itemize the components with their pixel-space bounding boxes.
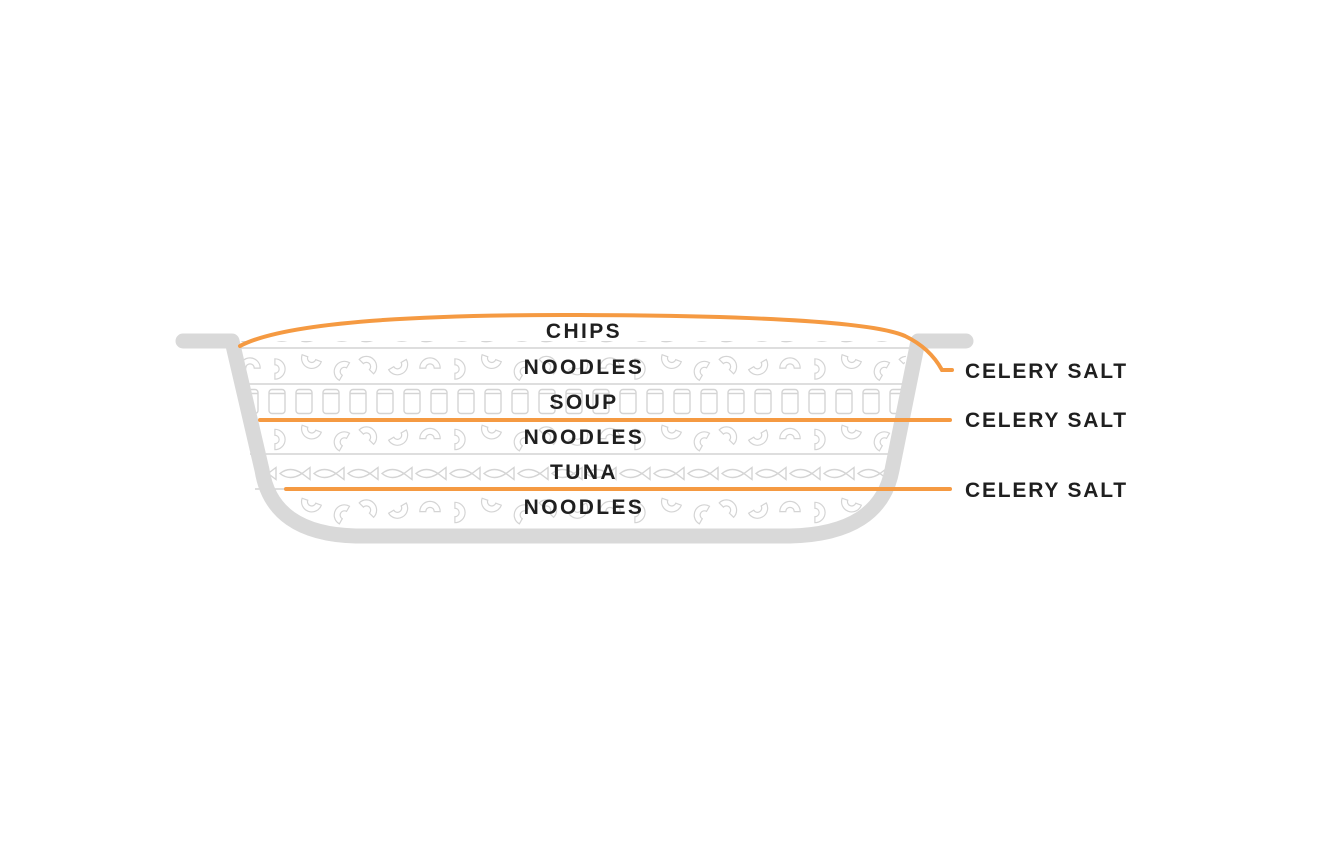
layer-patterns — [239, 341, 908, 525]
layer-label-chips: CHIPS — [546, 320, 622, 343]
celery-salt-label-middle: CELERY SALT — [965, 409, 1128, 432]
layer-label-noodles-top: NOODLES — [524, 356, 645, 379]
celery-salt-line-top — [238, 312, 954, 372]
layer-label-tuna: TUNA — [550, 461, 618, 484]
casserole-dish — [175, 333, 974, 544]
celery-salt-label-top: CELERY SALT — [965, 360, 1128, 383]
layer-label-noodles-bottom: NOODLES — [524, 496, 645, 519]
layer-label-soup: SOUP — [549, 391, 618, 414]
annotation-labels: CELERY SALT CELERY SALT CELERY SALT — [965, 360, 1128, 502]
layer-labels: CHIPS NOODLES SOUP NOODLES TUNA NOODLES — [524, 320, 645, 519]
celery-salt-label-bottom: CELERY SALT — [965, 479, 1128, 502]
layer-label-noodles-middle: NOODLES — [524, 426, 645, 449]
